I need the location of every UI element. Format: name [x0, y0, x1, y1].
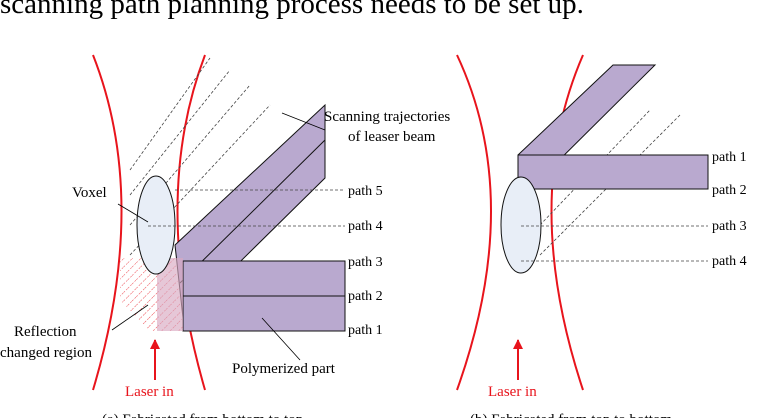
labels: Scanning trajectories of leaser beamVoxel…	[0, 109, 747, 418]
polymerized-label: Polymerized part	[232, 361, 336, 377]
voxel-ellipse-b	[500, 176, 542, 274]
laser-arrow-a-head	[150, 339, 160, 349]
trajectory-line	[129, 69, 231, 196]
laser-in-label-b: Laser in	[488, 384, 537, 400]
polymerized-horizontal-b	[517, 154, 709, 190]
panel-a	[92, 54, 346, 391]
caption-a: (a) Fabricated from bottom to top	[102, 412, 303, 418]
path-label-a: path 1	[348, 323, 383, 338]
beam-left-outline-a	[92, 54, 123, 391]
reflection-label-line-1: Reflection	[14, 324, 77, 340]
path-label-b: path 4	[712, 254, 747, 269]
laser-arrow-b-head	[513, 339, 523, 349]
voxel-ellipse-a	[136, 175, 176, 275]
trajectory-line	[129, 104, 271, 256]
trajectory-line	[539, 114, 681, 256]
scanning-label-line-2: of leaser beam	[348, 129, 436, 145]
caption-b: (b) Fabricated from top to bottom	[470, 412, 672, 418]
beam-left-outline-b	[456, 54, 492, 391]
voxel-label: Voxel	[72, 185, 107, 201]
trajectory-line	[539, 109, 651, 226]
panel-b	[456, 54, 709, 391]
header-text: scanning path planning process needs to …	[0, 0, 584, 20]
path-label-a: path 5	[348, 184, 383, 199]
path-label-a: path 2	[348, 289, 383, 304]
laser-in-label-a: Laser in	[125, 384, 174, 400]
beam-right-outline-a	[176, 54, 206, 391]
scanning-label-line-1: Scanning trajectories	[324, 109, 450, 125]
path-label-a: path 4	[348, 219, 383, 234]
path-label-b: path 3	[712, 219, 747, 234]
voxel-leader	[117, 203, 149, 223]
polymerized-leader	[261, 317, 301, 361]
reflection-leader	[111, 304, 149, 331]
path-label-b: path 2	[712, 183, 747, 198]
reflection-label-line-2: changed region	[0, 345, 93, 361]
path-label-b: path 1	[712, 150, 747, 165]
diagonal-inner-line	[179, 139, 326, 284]
path-label-a: path 3	[348, 255, 383, 270]
trajectory-line	[129, 57, 211, 171]
beam-right-outline-b	[550, 54, 584, 391]
scanning-leader	[281, 112, 326, 131]
